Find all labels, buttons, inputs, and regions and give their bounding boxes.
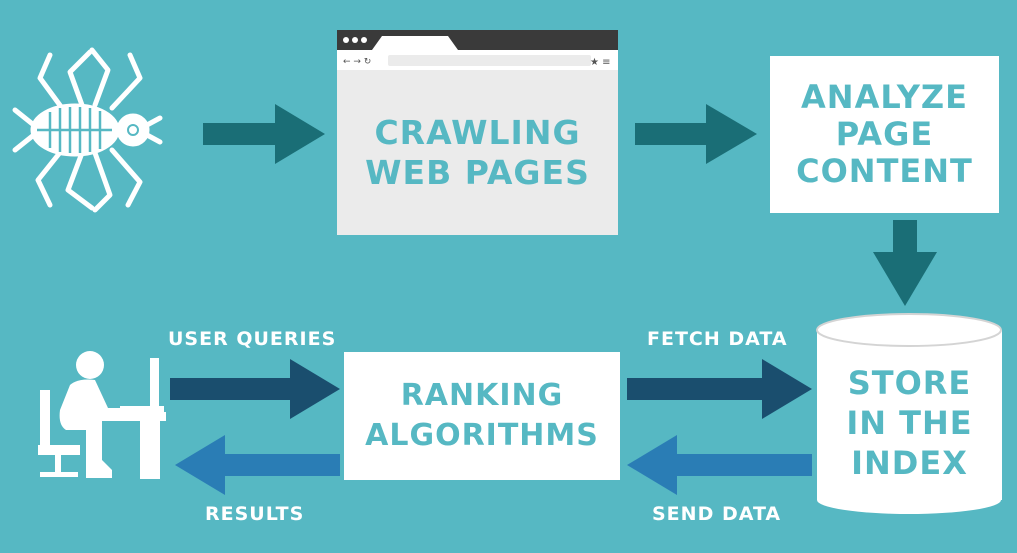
analyze-box-bg [770, 56, 999, 213]
ranking-box-bg [344, 352, 620, 480]
node-crawling-web-pages: CRAWLING WEB PAGES [365, 112, 590, 192]
database-cylinder-icon [816, 313, 1002, 514]
label-send-data: SEND DATA [652, 503, 782, 525]
spider-eye [127, 124, 139, 136]
arrow-analyze-to-store [873, 220, 937, 306]
arrow-results [175, 435, 340, 495]
svg-text:← → ↻: ← → ↻ [343, 57, 371, 67]
node-ranking-algorithms: RANKING ALGORITHMS [365, 378, 599, 453]
user-at-desk-icon [38, 351, 166, 479]
arrow-fetch-data [627, 359, 812, 419]
browser-window-icon: ← → ↻ ★ ≡ [337, 30, 618, 235]
svg-text:★ ≡: ★ ≡ [590, 57, 611, 68]
arrow-send-data [627, 435, 812, 495]
node-store-in-the-index: STORE IN THE INDEX [846, 364, 973, 482]
arrow-spider-to-crawling [203, 104, 325, 164]
label-fetch-data: FETCH DATA [647, 328, 788, 350]
node-analyze-page-content: ANALYZE PAGE CONTENT [796, 78, 973, 190]
label-user-queries: USER QUERIES [168, 328, 337, 350]
arrow-user-queries [170, 359, 340, 419]
arrow-crawling-to-analyze [635, 104, 757, 164]
label-results: RESULTS [205, 503, 305, 525]
spider-stripes [37, 107, 112, 153]
